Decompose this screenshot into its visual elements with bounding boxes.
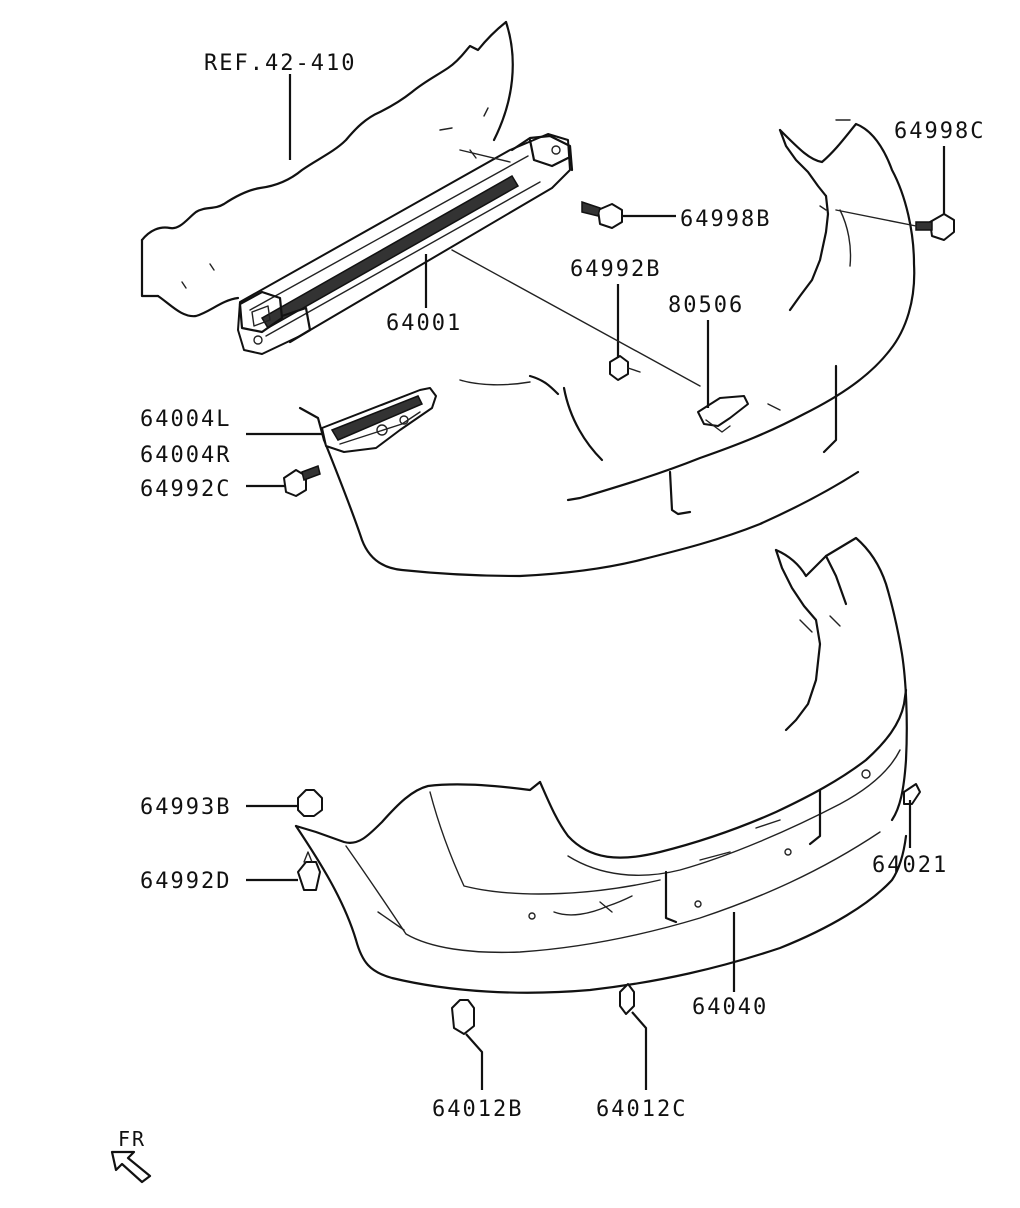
label-64992D: 64992D (140, 869, 231, 894)
label-64012B: 64012B (432, 1097, 523, 1122)
clip-64992D (297, 851, 321, 891)
fr-label: FR (118, 1127, 146, 1151)
label-64998C: 64998C (894, 119, 985, 144)
label-64021: 64021 (872, 853, 948, 878)
label-64040: 64040 (692, 995, 768, 1020)
reinforcement-beam (237, 133, 574, 355)
body-panel (140, 20, 514, 318)
clip-64012B (451, 999, 475, 1035)
label-64992B: 64992B (570, 257, 661, 282)
fastener-64992C (283, 465, 321, 497)
side-bracket (321, 387, 437, 453)
clip-80506 (697, 395, 749, 433)
label-64004L: 64004L (140, 407, 231, 432)
clip-64021 (903, 783, 921, 805)
labels: REF.42-410 64998C 64998B 64992B 80506 64… (140, 51, 985, 1122)
label-64001: 64001 (386, 311, 462, 336)
rear-body-outline (298, 119, 916, 578)
fastener-64998C (915, 213, 955, 241)
label-64993B: 64993B (140, 795, 231, 820)
fastener-64992B (609, 355, 641, 381)
nut-64993B (297, 789, 323, 817)
front-arrow-icon (110, 1150, 152, 1184)
clip-64012C (619, 983, 635, 1015)
label-64012C: 64012C (596, 1097, 687, 1122)
label-64998B: 64998B (680, 207, 771, 232)
front-indicator: FR (110, 1127, 152, 1184)
fastener-64998B (581, 200, 623, 229)
leader-lines (246, 74, 946, 1090)
bumper-cover (294, 536, 908, 994)
label-80506: 80506 (668, 293, 744, 318)
label-64004R: 64004R (140, 443, 231, 468)
label-ref: REF.42-410 (204, 51, 356, 76)
label-64992C: 64992C (140, 477, 231, 502)
